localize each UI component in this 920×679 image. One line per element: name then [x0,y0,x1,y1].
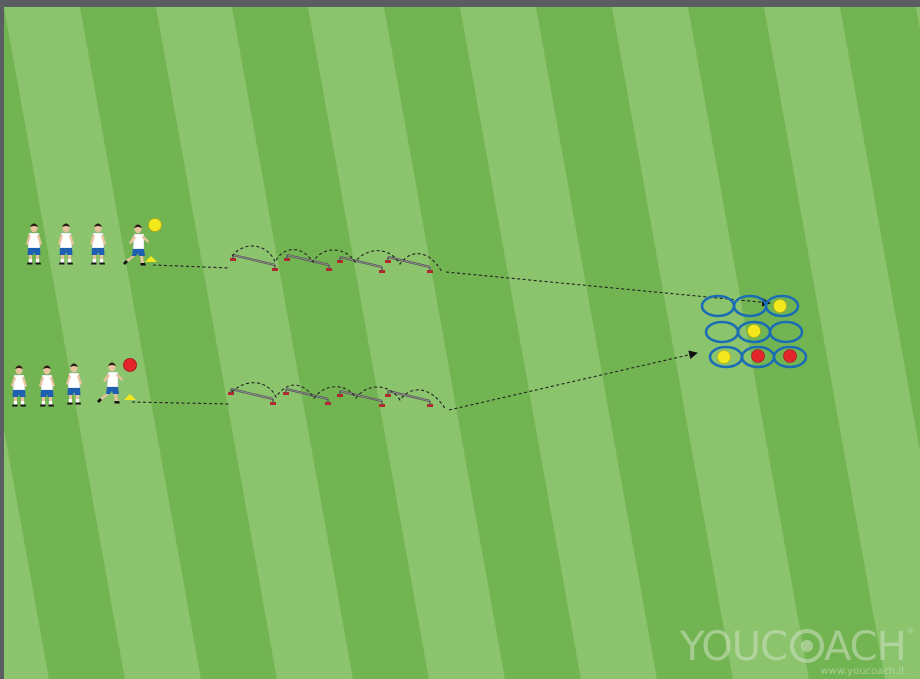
ball-yellow [717,350,731,364]
cone-yellow [145,256,157,262]
grass-stripe [840,7,920,452]
registered-mark: ® [906,627,915,637]
youcoach-watermark: YOUC ACH ® www.youcoach.it [679,624,915,677]
ball-yellow [773,299,787,313]
grass-stripe [384,7,581,679]
dribble-path-top [152,245,771,307]
watermark-url: www.youcoach.it [820,666,905,677]
svg-text:YOUC: YOUC [679,624,787,670]
hoop-grid [700,294,808,369]
ball-red [751,349,765,363]
grass-stripe [232,7,429,679]
cone-yellow [124,394,136,400]
ball-yellow [148,218,162,232]
hoop [772,345,808,369]
hoop [768,320,804,344]
brand-suffix: ACH [824,624,906,670]
grass-stripe [0,7,125,679]
dribble-path-bottom [131,350,698,411]
player-group-bottom [10,358,137,407]
grass-stripe [536,7,733,679]
hoop [764,294,800,318]
grass-stripe [80,7,277,679]
ball-red [123,358,137,372]
ball-red [783,349,797,363]
svg-text:ACH: ACH [824,624,906,670]
left-frame-edge [0,0,4,679]
top-frame-bar [0,0,920,7]
player-group-top [25,218,162,266]
hoop-balls [717,299,797,364]
ball-o-icon [790,629,824,663]
brand-prefix: YOUC [679,624,787,670]
ball-yellow [747,324,761,338]
